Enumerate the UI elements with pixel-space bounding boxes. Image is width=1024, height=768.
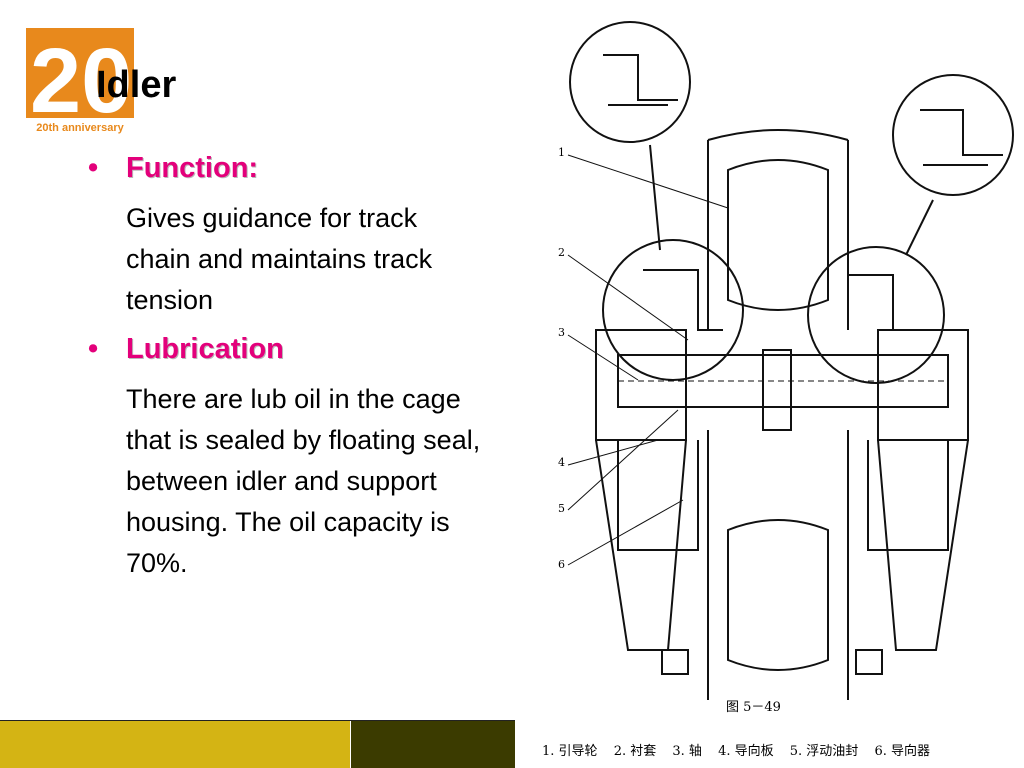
callout-4: 4 — [558, 456, 565, 469]
bullet-body-lubrication: There are lub oil in the cage that is se… — [126, 384, 481, 578]
legend-item: 2. 衬套 — [613, 744, 657, 759]
callout-5: 5 — [558, 502, 565, 515]
bullet-lubrication: • Lubrication — [86, 331, 486, 367]
figure-caption: 图 5－49 — [726, 700, 781, 715]
anniversary-logo: 20 20th anniversary — [26, 28, 134, 134]
figure-legend: 1. 引导轮 2. 衬套 3. 轴 4. 导向板 5. 浮动油封 6. 导向器 — [542, 740, 942, 759]
logo-caption: 20th anniversary — [36, 122, 124, 134]
footer-divider — [0, 720, 515, 721]
logo-numeral: 20 — [30, 30, 132, 132]
legend-item: 1. 引导轮 — [542, 744, 598, 759]
bullet-heading-lubrication: Lubrication — [126, 333, 284, 365]
legend-item: 4. 导向板 — [718, 744, 774, 759]
bullet-dot: • — [88, 152, 99, 184]
callout-3: 3 — [558, 326, 565, 339]
slide-content: • Function: Gives guidance for track cha… — [86, 150, 486, 594]
footer-bar-yellow — [0, 721, 350, 768]
callout-2: 2 — [558, 246, 565, 259]
legend-item: 6. 导向器 — [874, 744, 930, 759]
callout-6: 6 — [558, 558, 565, 571]
legend-item: 5. 浮动油封 — [789, 744, 859, 759]
bullet-body-function: Gives guidance for track chain and maint… — [126, 203, 433, 315]
footer-bar-dark — [351, 721, 515, 768]
bullet-heading-function: Function: — [126, 152, 259, 184]
bullet-dot: • — [88, 333, 99, 365]
bullet-function: • Function: — [86, 150, 486, 186]
idler-cross-section-diagram: 1 2 3 4 5 6 — [548, 10, 1024, 710]
slide-title: Idler — [96, 64, 177, 106]
legend-item: 3. 轴 — [672, 744, 702, 759]
callout-1: 1 — [558, 146, 565, 159]
